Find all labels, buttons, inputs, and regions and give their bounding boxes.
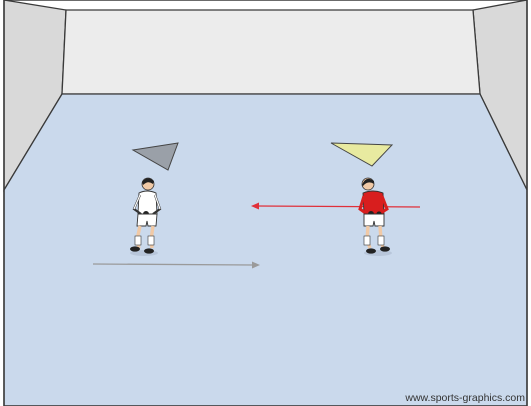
source-credit: www.sports-graphics.com	[405, 392, 525, 404]
front-wall	[62, 10, 480, 94]
court-floor	[4, 94, 527, 406]
